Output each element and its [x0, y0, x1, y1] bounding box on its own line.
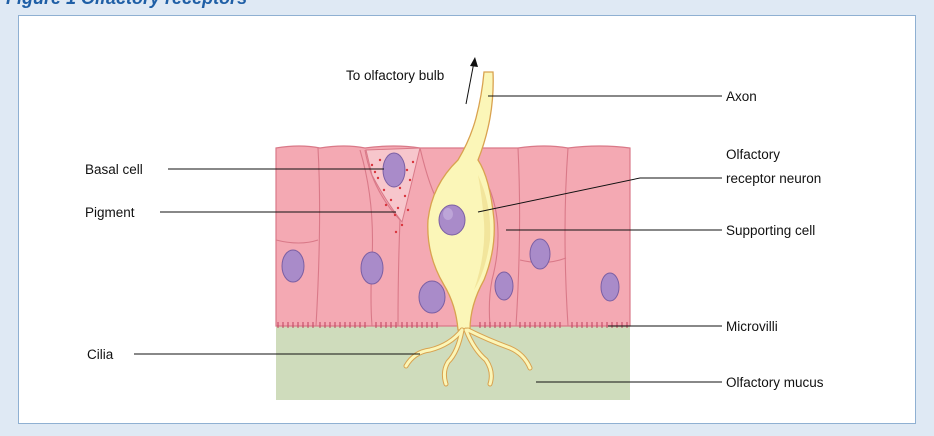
- bulb-arrowhead: [470, 57, 478, 67]
- label-basal-cell: Basal cell: [85, 162, 143, 177]
- label-to-olfactory-bulb: To olfactory bulb: [346, 68, 444, 83]
- label-pigment: Pigment: [85, 205, 135, 220]
- bulb-arrow-line: [466, 62, 474, 104]
- label-axon: Axon: [726, 89, 757, 104]
- label-supporting-cell: Supporting cell: [726, 223, 815, 238]
- neuron-nucleus: [439, 205, 465, 235]
- label-microvilli: Microvilli: [726, 319, 778, 334]
- label-receptor-neuron: receptor neuron: [726, 171, 821, 186]
- label-olfactory-mucus: Olfactory mucus: [726, 375, 824, 390]
- nucleus-highlight: [443, 208, 453, 220]
- label-olfactory: Olfactory: [726, 147, 780, 162]
- label-cilia: Cilia: [87, 347, 114, 362]
